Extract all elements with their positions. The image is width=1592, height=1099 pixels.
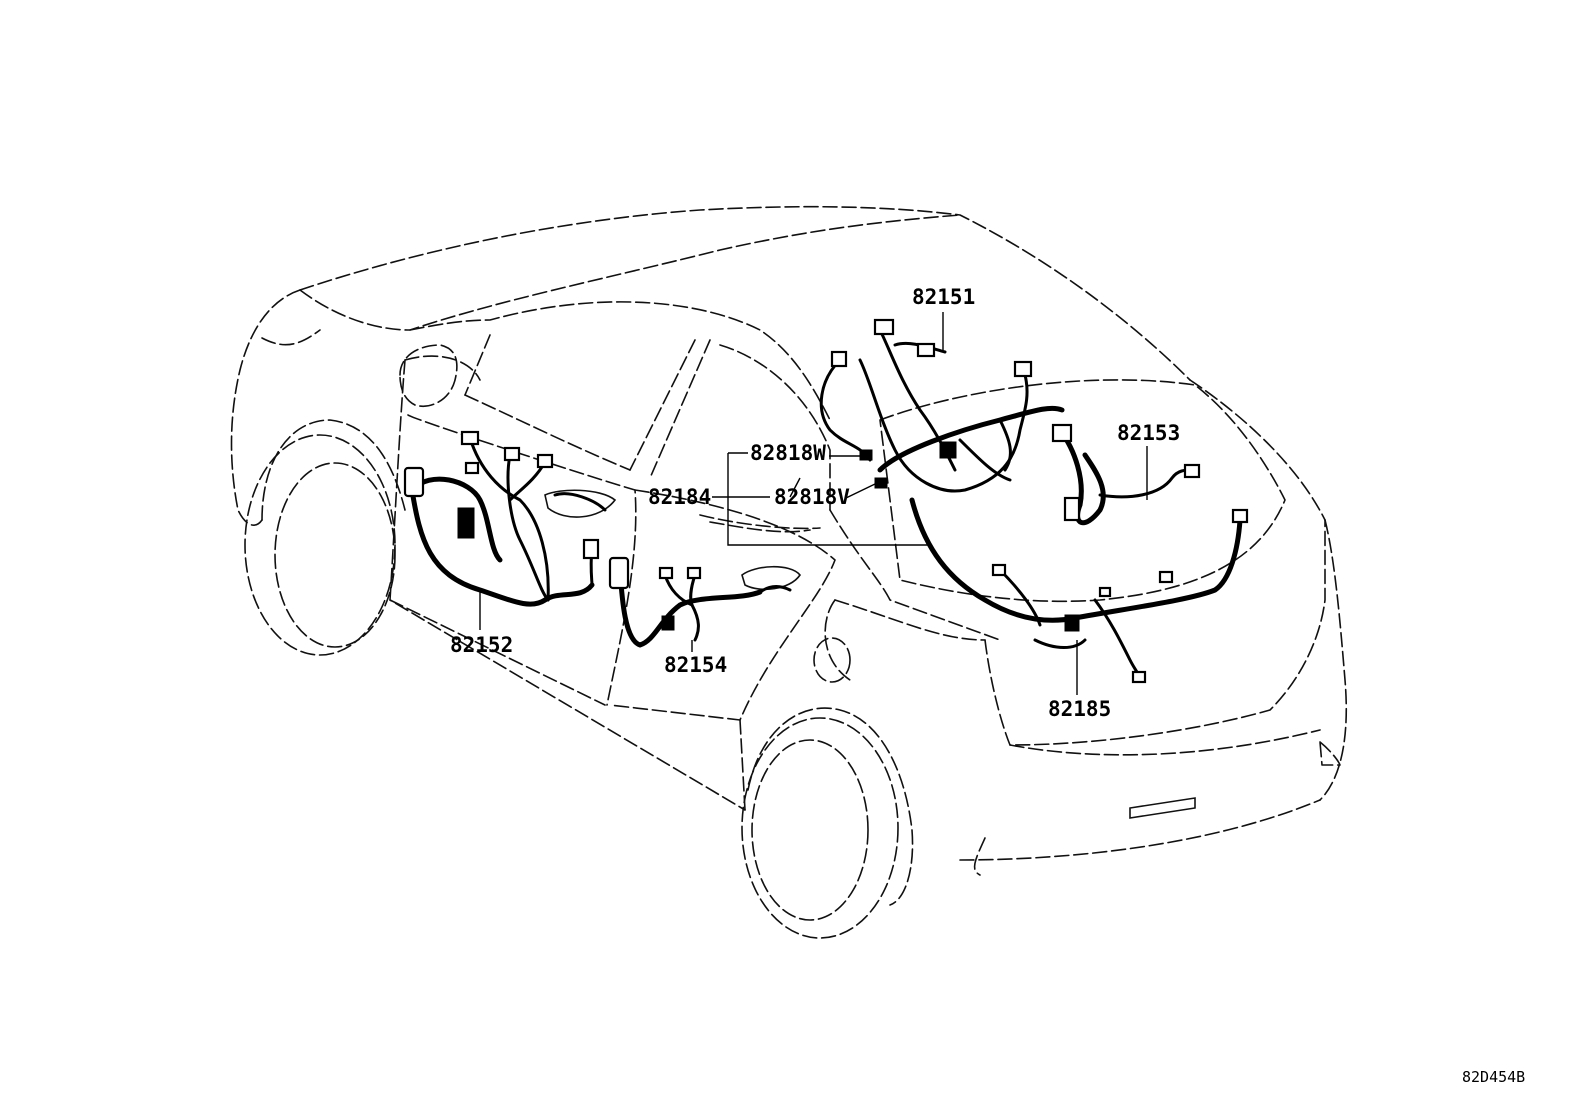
- harness-82151-roof: [819, 318, 1065, 493]
- drawing-reference-code: 82D454B: [1462, 1068, 1525, 1086]
- label-82153: 82153: [1117, 421, 1180, 445]
- label-82818W: 82818W: [750, 441, 826, 465]
- harness-82153-hatch: [1051, 423, 1201, 525]
- label-82154: 82154: [664, 653, 727, 677]
- label-82818V: 82818V: [774, 485, 850, 509]
- harness-82185-back-door: [909, 497, 1249, 684]
- harness-82152-front-door: [403, 430, 607, 607]
- leader-lines: [479, 312, 1148, 695]
- part-labels: 82151 82153 82818W 82818V 82184 82152 82…: [450, 285, 1525, 1086]
- label-82151: 82151: [912, 285, 975, 309]
- label-82185: 82185: [1048, 697, 1111, 721]
- clips-82818: [859, 449, 888, 489]
- car-body-outline: [230, 205, 1348, 939]
- label-82152: 82152: [450, 633, 513, 657]
- label-82184: 82184: [648, 485, 711, 509]
- harness-82154-rear-door: [608, 556, 792, 648]
